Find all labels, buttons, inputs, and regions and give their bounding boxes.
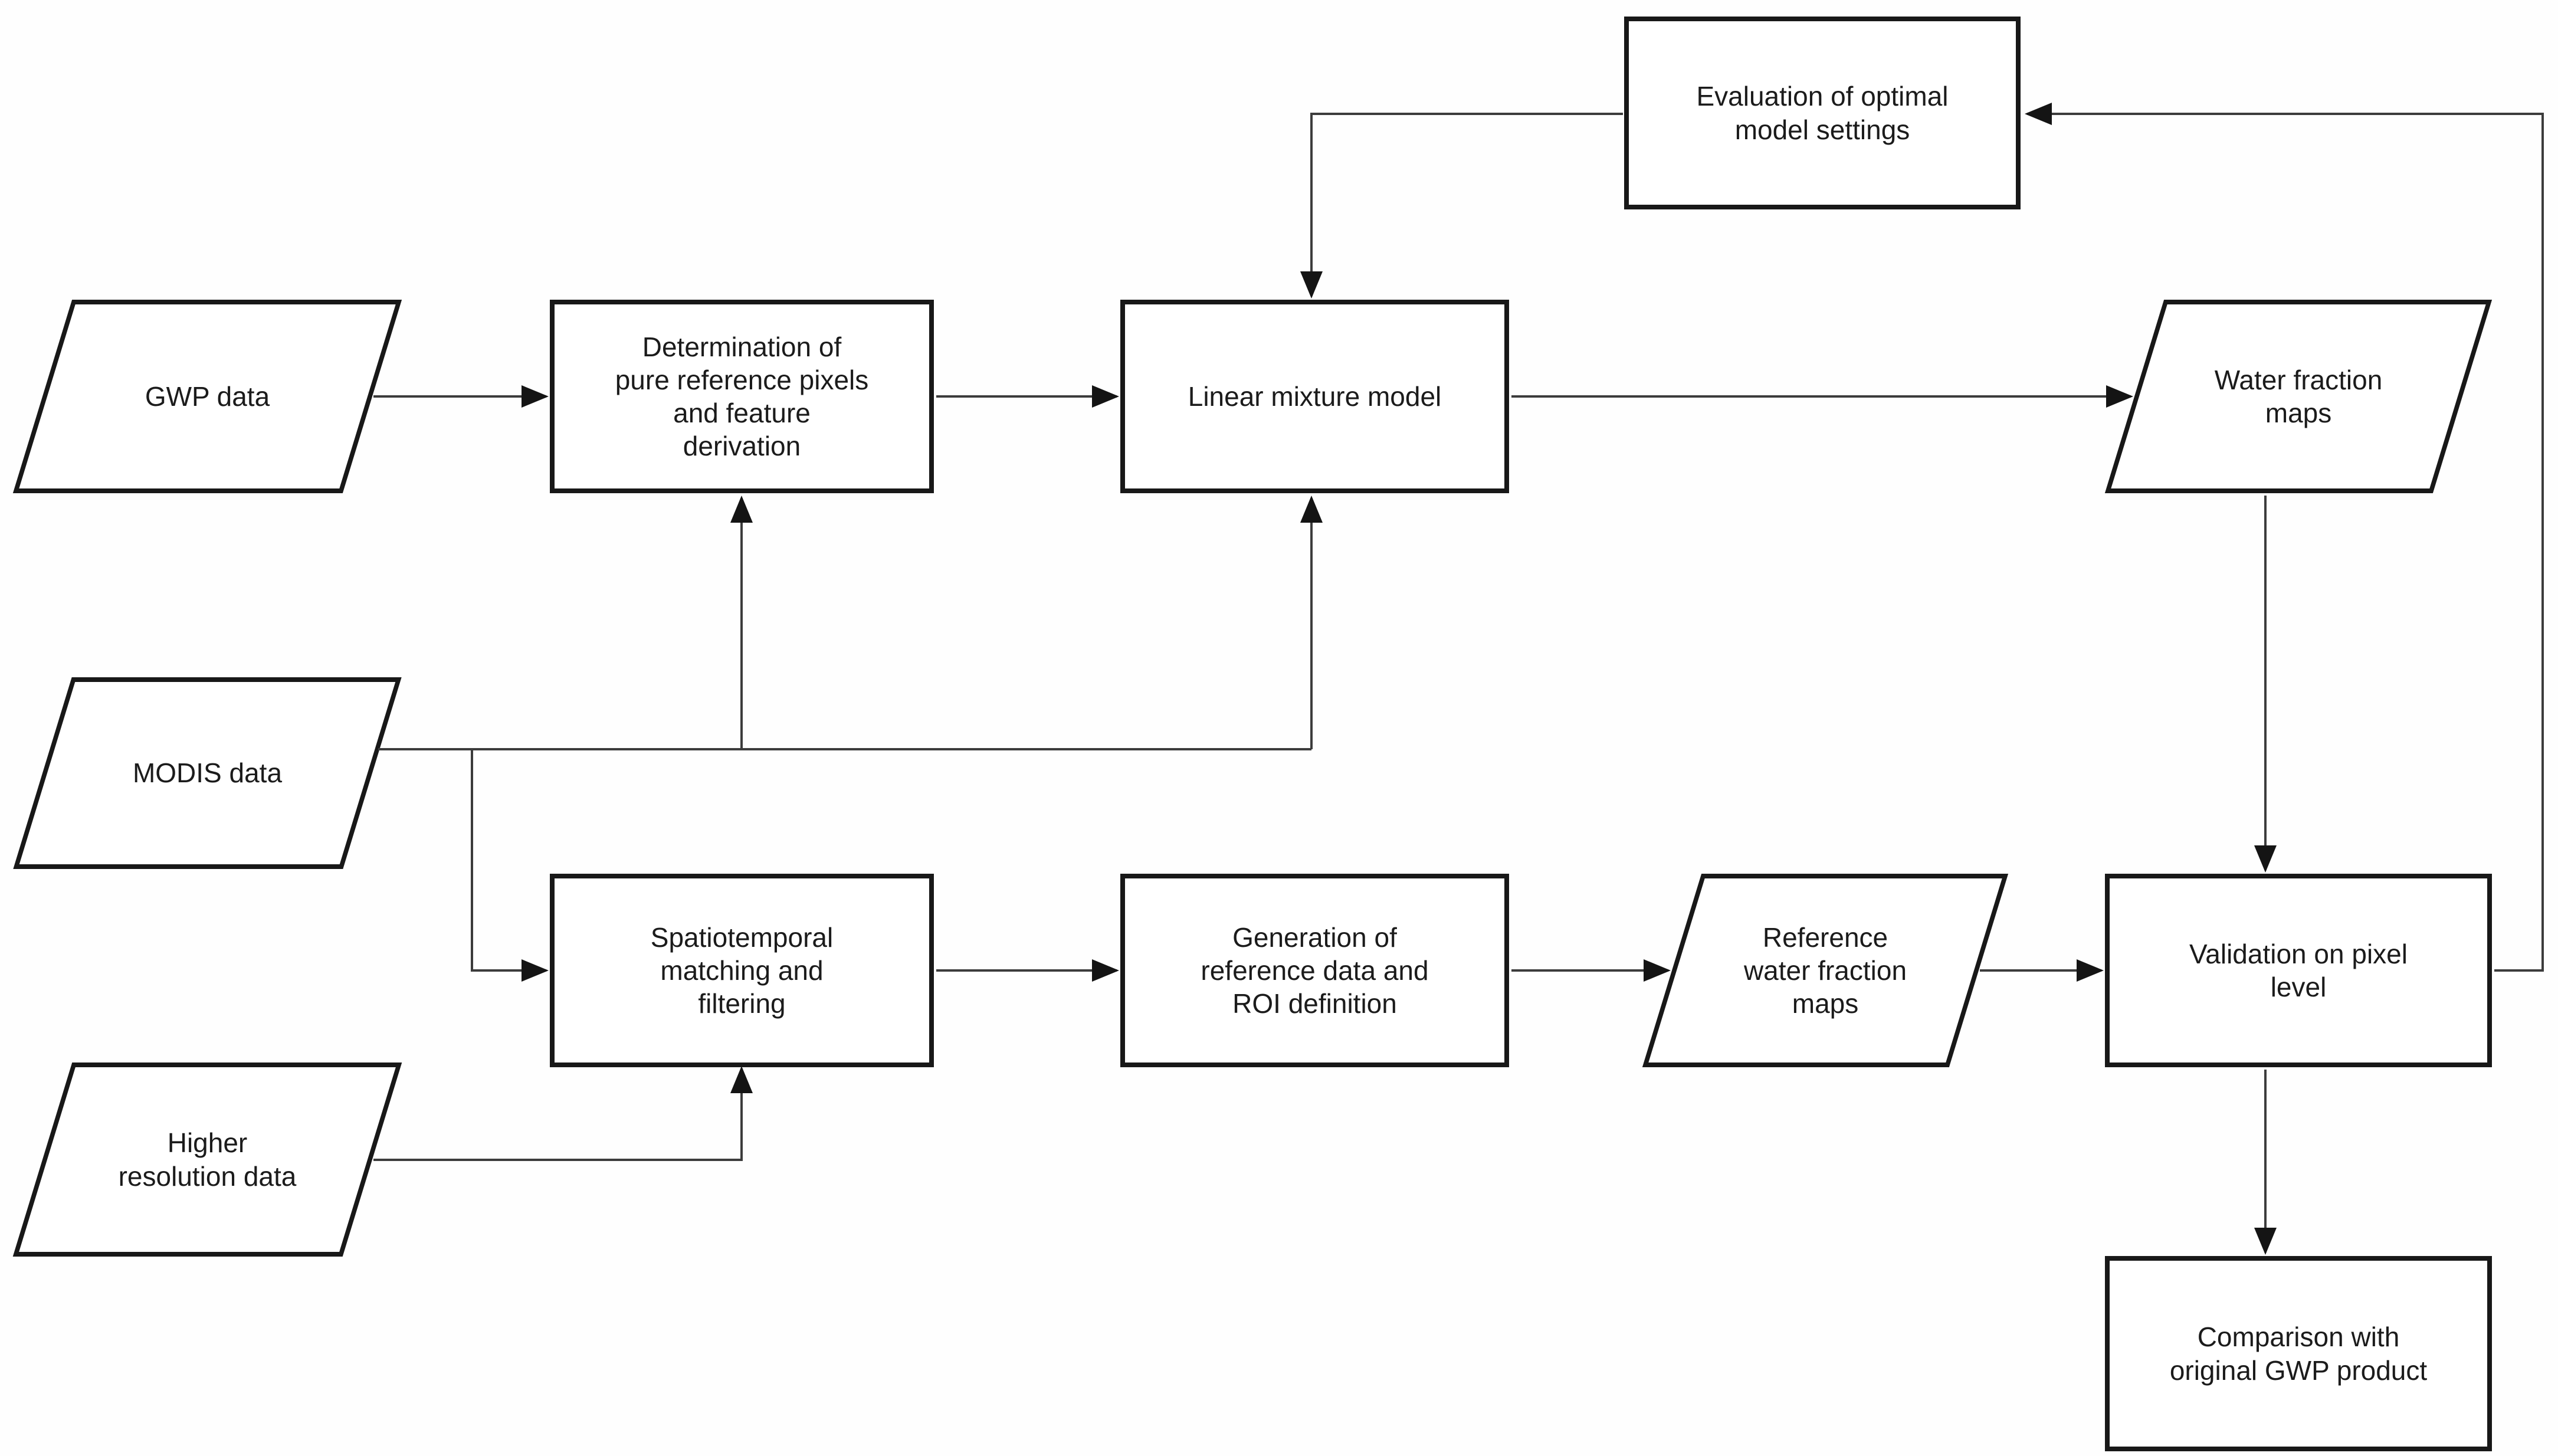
process-shape	[2105, 874, 2492, 1067]
node-comparison-label: Comparison with original GWP product	[2169, 1321, 2428, 1386]
edge-evaluation-to-linear	[1300, 113, 1623, 299]
node-linear-mixture: Linear mixture model	[1120, 300, 1509, 493]
node-validation: Validation on pixel level	[2105, 874, 2492, 1067]
node-validation-label: Validation on pixel level	[2189, 938, 2408, 1002]
node-linear-mixture-label: Linear mixture model	[1188, 381, 1442, 412]
node-generation: Generation of reference data and ROI def…	[1120, 874, 1509, 1067]
edge-higher-res-to-spatiotemporal	[373, 1066, 753, 1161]
edge-modis-to-spatiotemporal	[471, 749, 549, 982]
node-determination-label: Determination of pure reference pixels a…	[615, 331, 869, 462]
process-shape	[1624, 17, 2021, 209]
node-water-fraction-maps-label: Water fraction maps	[2214, 364, 2383, 428]
process-shape	[2105, 1256, 2492, 1451]
node-higher-resolution-data-label: Higher resolution data	[118, 1127, 297, 1192]
node-higher-resolution-data: Higher resolution data	[12, 1063, 402, 1257]
node-gwp-data: GWP data	[12, 300, 402, 493]
node-evaluation-label: Evaluation of optimal model settings	[1696, 81, 1949, 145]
process-shape	[550, 874, 934, 1067]
node-modis-data: MODIS data	[13, 677, 402, 869]
node-comparison: Comparison with original GWP product	[2105, 1256, 2492, 1451]
node-water-fraction-maps: Water fraction maps	[2104, 300, 2493, 493]
node-reference-wfm: Reference water fraction maps	[1642, 874, 2009, 1067]
process-shape	[550, 300, 934, 493]
node-modis-data-label: MODIS data	[132, 757, 283, 789]
edge-validation-to-evaluation	[2025, 103, 2544, 972]
node-reference-wfm-label: Reference water fraction maps	[1743, 922, 1907, 1019]
node-gwp-data-label: GWP data	[145, 381, 270, 412]
node-spatiotemporal: Spatiotemporal matching and filtering	[550, 874, 934, 1067]
node-generation-label: Generation of reference data and ROI def…	[1201, 922, 1429, 1019]
process-shape	[1120, 300, 1509, 493]
process-shape	[1120, 874, 1509, 1067]
node-determination: Determination of pure reference pixels a…	[550, 300, 934, 493]
node-spatiotemporal-label: Spatiotemporal matching and filtering	[650, 922, 834, 1019]
node-evaluation: Evaluation of optimal model settings	[1624, 17, 2021, 209]
